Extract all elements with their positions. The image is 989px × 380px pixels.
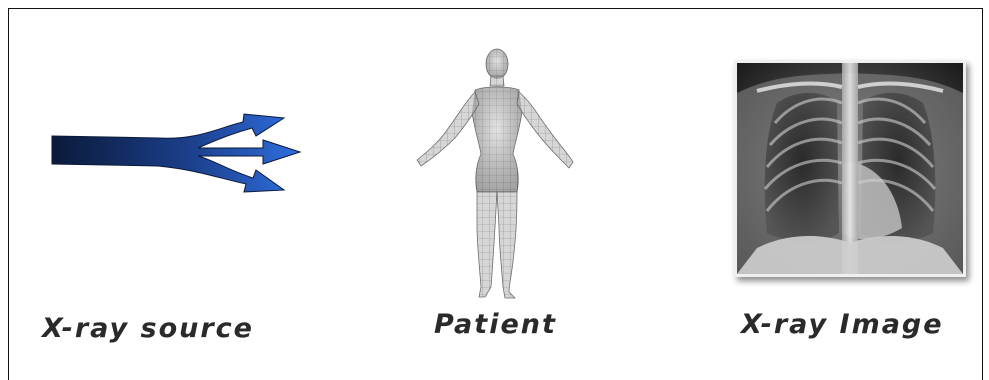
patient-label: Patient — [434, 309, 557, 340]
chest-xray-image — [734, 60, 966, 277]
xray-source-label: X-ray source — [42, 313, 254, 344]
xray-image-label: X-ray Image — [741, 309, 944, 340]
xray-beam-arrows-icon — [48, 100, 308, 200]
human-wireframe-figure — [405, 42, 585, 307]
